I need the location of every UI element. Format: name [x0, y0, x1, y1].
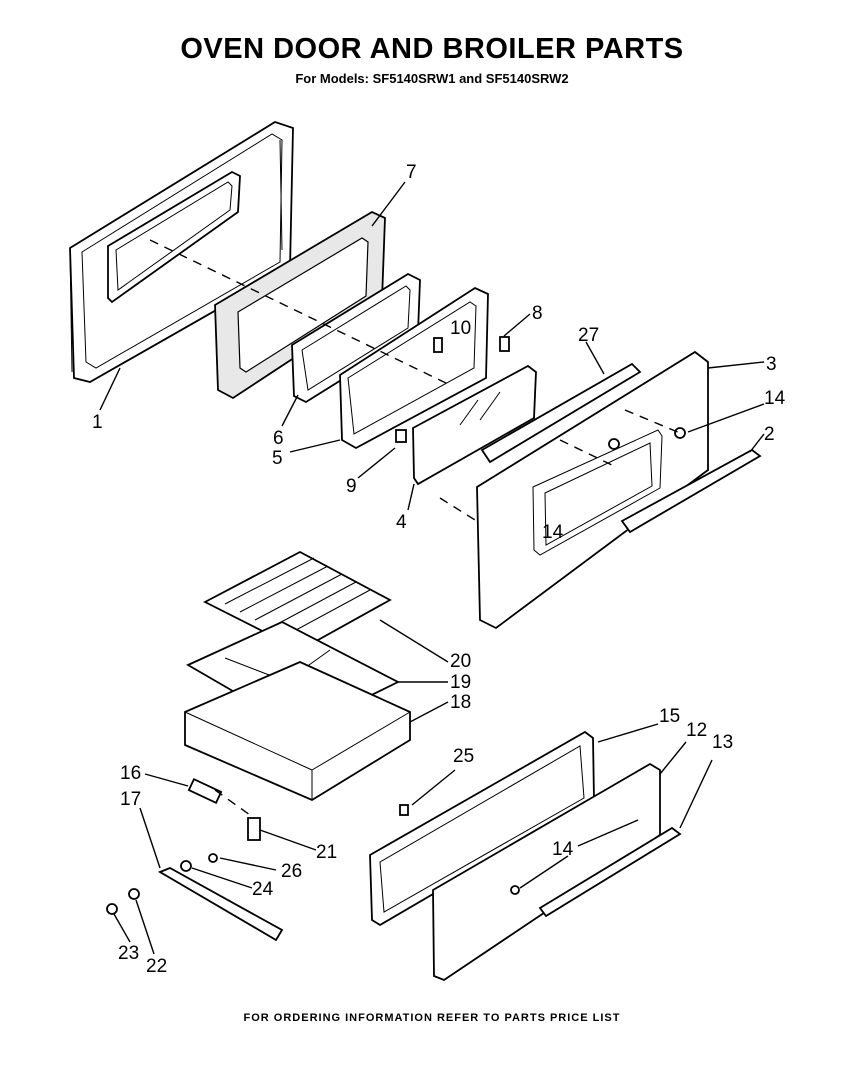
door-handle-part-2: [620, 448, 762, 534]
label-part-27: 27: [578, 325, 599, 346]
screw-part-14a: [674, 427, 686, 439]
assembly-line: [149, 239, 451, 386]
label-part-17: 17: [120, 789, 141, 810]
inner-door-panel-part-1: [69, 121, 294, 383]
leader-lines: [99, 181, 765, 955]
door-trim-part-27: [480, 362, 642, 464]
label-part-18: 18: [450, 692, 471, 713]
assembly-line: [214, 789, 251, 816]
assembly-line: [439, 497, 476, 521]
label-part-3: 3: [766, 354, 777, 375]
screw-part-26: [208, 853, 218, 863]
label-part-21: 21: [316, 842, 337, 863]
inner-glass-part-4: [412, 364, 537, 486]
assembly-line: [624, 409, 681, 434]
label-part-9: 9: [346, 476, 357, 497]
label-part-5: 5: [272, 448, 283, 469]
label-part-13: 13: [712, 732, 733, 753]
label-part-25: 25: [453, 746, 474, 767]
label-part-10: 10: [450, 318, 471, 339]
assembly-line: [559, 439, 615, 467]
nut-part-24: [180, 860, 192, 872]
ordering-footer: FOR ORDERING INFORMATION REFER TO PARTS …: [243, 1012, 621, 1024]
label-part-14-door: 14: [764, 388, 786, 409]
washer-part-22: [128, 888, 140, 900]
clip-part-25: [399, 804, 409, 816]
label-part-14-window: 14: [542, 522, 564, 543]
rod-part-17: [157, 867, 284, 942]
label-part-24: 24: [252, 879, 274, 900]
outer-door-panel-part-3: [476, 350, 709, 630]
label-part-14-drawer: 14: [552, 839, 574, 860]
label-part-6: 6: [273, 428, 284, 449]
label-part-26: 26: [281, 861, 302, 882]
page-title: OVEN DOOR AND BROILER PARTS: [180, 33, 684, 65]
label-part-8: 8: [532, 303, 543, 324]
screw-part-14c: [510, 885, 520, 895]
drawer-handle-part-13: [538, 826, 682, 918]
door-insulation-part-7: [214, 210, 386, 400]
spring-part-16: [187, 778, 223, 804]
label-part-4: 4: [396, 512, 407, 533]
label-part-7: 7: [406, 162, 417, 183]
label-part-16: 16: [120, 763, 141, 784]
bracket-part-10: [433, 337, 443, 353]
label-part-2: 2: [764, 424, 775, 445]
hinge-bracket-part-8: [499, 336, 510, 352]
models-subtitle: For Models: SF5140SRW1 and SF5140SRW2: [295, 71, 569, 86]
broiler-pan-part-18: [184, 661, 411, 802]
bracket-part-9: [395, 429, 407, 443]
screw-part-23: [106, 903, 118, 915]
label-part-20: 20: [450, 651, 471, 672]
label-part-19: 19: [450, 672, 471, 693]
screw-part-14b: [608, 438, 620, 450]
label-part-12: 12: [686, 720, 707, 741]
bracket-part-21: [247, 817, 261, 841]
label-part-15: 15: [659, 706, 680, 727]
label-part-23: 23: [118, 943, 139, 964]
label-part-1: 1: [92, 412, 103, 433]
label-part-22: 22: [146, 956, 167, 977]
